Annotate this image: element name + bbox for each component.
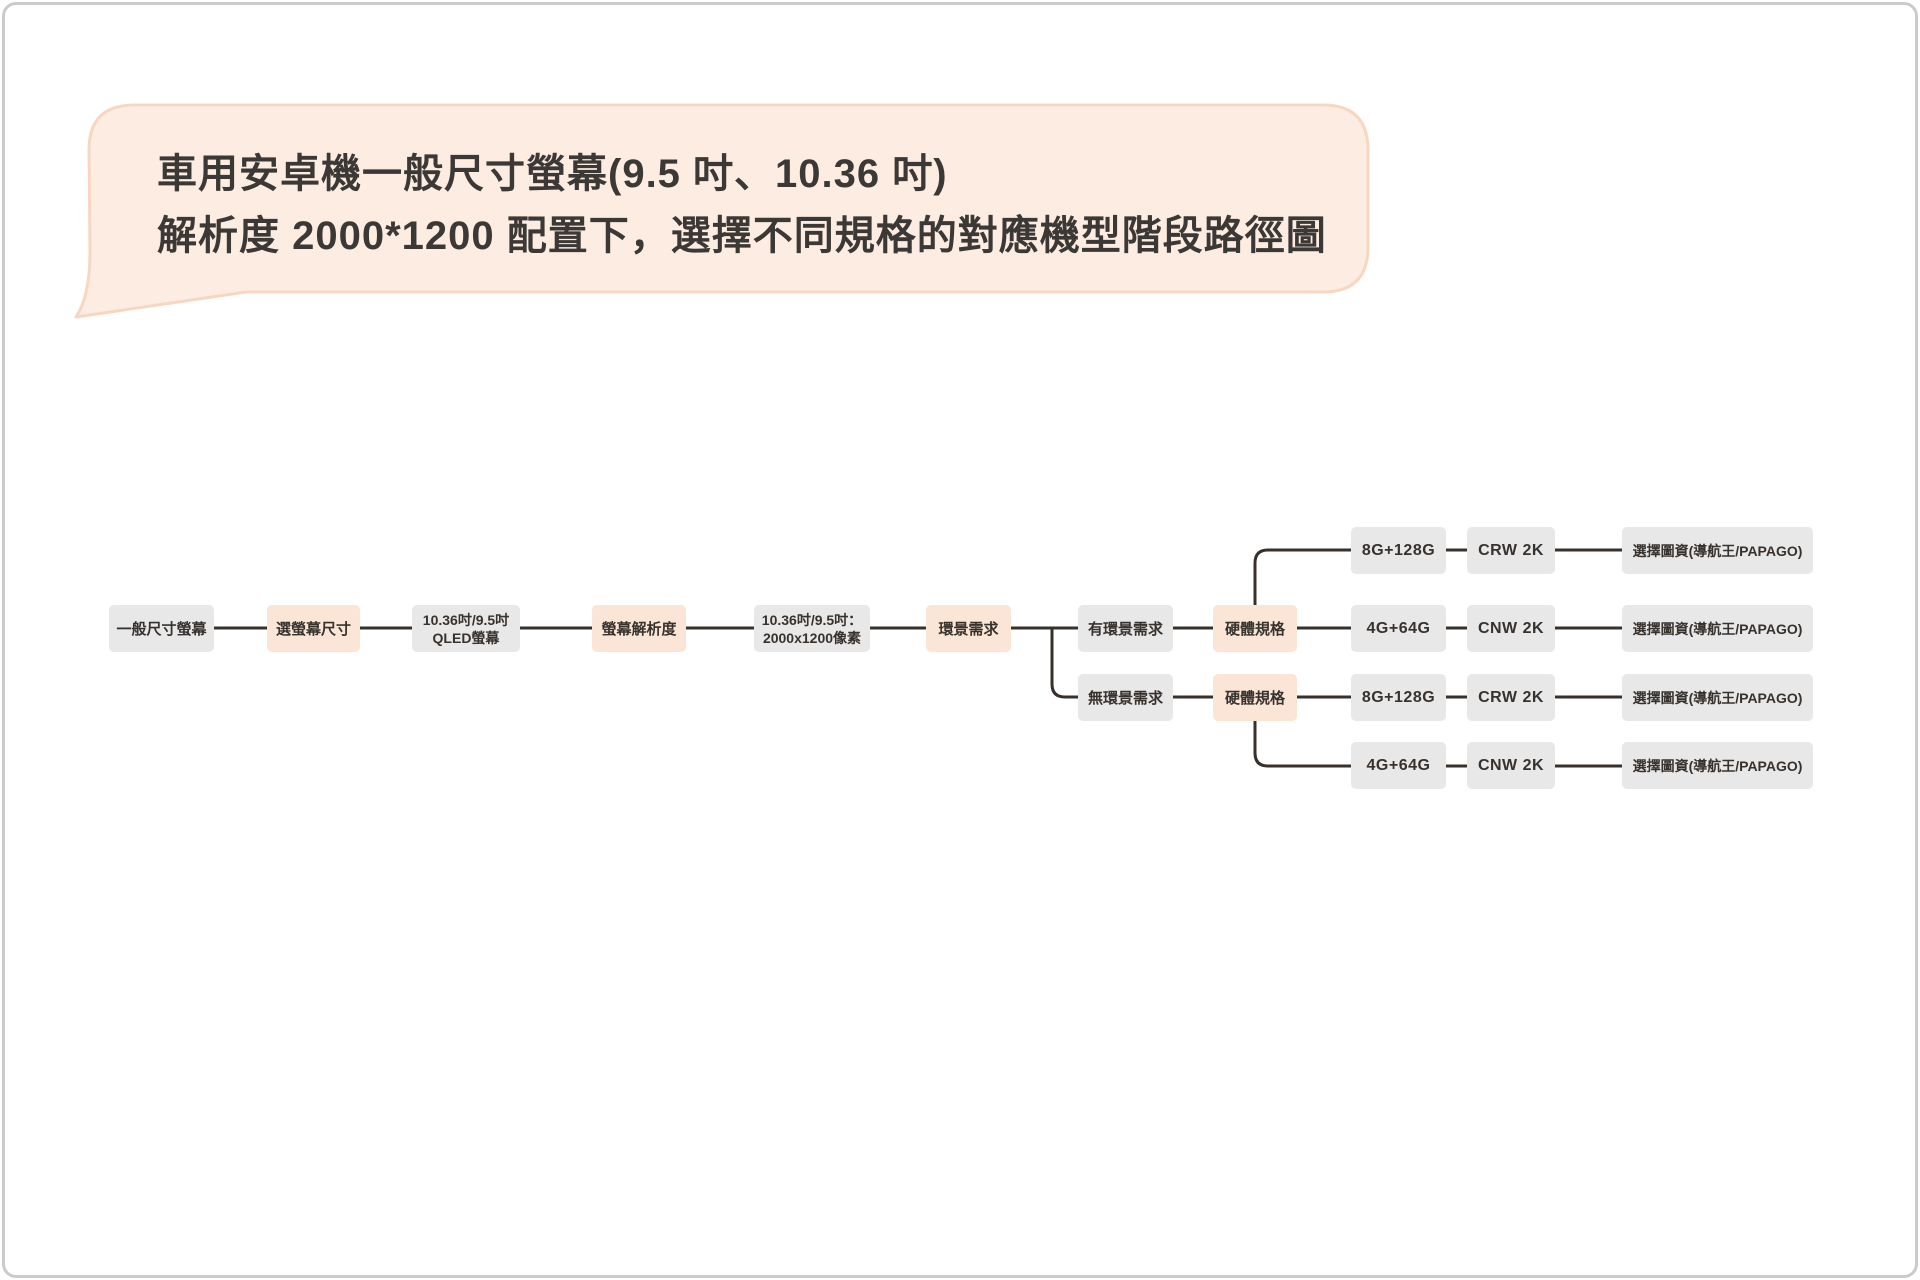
node-map-row3: 選擇圖資(導航王/PAPAGO) [1622, 674, 1813, 721]
node-memory-row2: 4G+64G [1351, 605, 1446, 652]
node-model-row4: CNW 2K [1467, 742, 1555, 789]
node-general-screen: 一般尺寸螢幕 [109, 605, 214, 652]
node-model-row2: CNW 2K [1467, 605, 1555, 652]
node-without-surround: 無環景需求 [1078, 674, 1173, 721]
node-resolution-pixels: 10.36吋/9.5吋： 2000x1200像素 [754, 605, 870, 652]
title-line-2: 解析度 2000*1200 配置下，選擇不同規格的對應機型階段路徑圖 [157, 214, 1327, 258]
node-choose-screen-size: 選螢幕尺寸 [267, 605, 360, 652]
node-memory-row1: 8G+128G [1351, 527, 1446, 574]
node-qled-line2: QLED螢幕 [432, 629, 500, 646]
node-model-row3: CRW 2K [1467, 674, 1555, 721]
node-qled-line1: 10.36吋/9.5吋 [422, 611, 510, 628]
node-map-row4: 選擇圖資(導航王/PAPAGO) [1622, 742, 1813, 789]
node-with-surround: 有環景需求 [1078, 605, 1173, 652]
node-model-row1: CRW 2K [1467, 527, 1555, 574]
node-map-row2: 選擇圖資(導航王/PAPAGO) [1622, 605, 1813, 652]
node-hardware-spec-bottom: 硬體規格 [1213, 674, 1297, 721]
connector-surround-branchno [1050, 628, 1078, 699]
connector-hwyes-mem1 [1253, 548, 1351, 605]
node-pixels-line2: 2000x1200像素 [762, 629, 862, 646]
node-memory-row4: 4G+64G [1351, 742, 1446, 789]
diagram-title: 車用安卓機一般尺寸螢幕(9.5 吋、10.36 吋) 解析度 2000*1200… [157, 143, 1327, 267]
connector-hwno-mem4 [1253, 721, 1351, 768]
node-map-row1: 選擇圖資(導航王/PAPAGO) [1622, 527, 1813, 574]
node-hardware-spec-top: 硬體規格 [1213, 605, 1297, 652]
node-qled-screen: 10.36吋/9.5吋 QLED螢幕 [412, 605, 520, 652]
speech-bubble-shape [74, 103, 1370, 319]
title-line-1: 車用安卓機一般尺寸螢幕(9.5 吋、10.36 吋) [157, 152, 948, 196]
node-memory-row3: 8G+128G [1351, 674, 1446, 721]
node-screen-resolution: 螢幕解析度 [592, 605, 686, 652]
node-pixels-line1: 10.36吋/9.5吋： [761, 611, 863, 628]
node-surround-need: 環景需求 [926, 605, 1011, 652]
